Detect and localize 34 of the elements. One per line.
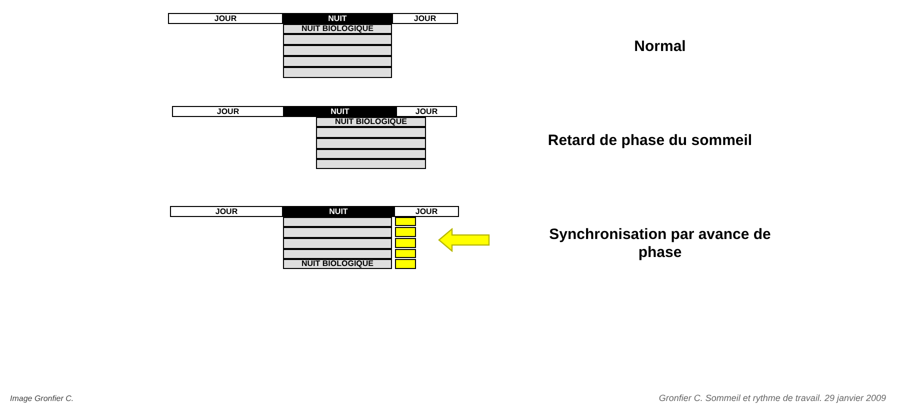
sleep-bar (283, 56, 392, 67)
night-bar: NUIT (283, 206, 394, 217)
sleep-bar (316, 149, 426, 159)
sleep-bar (283, 34, 392, 45)
night-bar: NUIT (283, 13, 392, 24)
sleep-bar (316, 127, 426, 138)
sleep-bar (283, 238, 392, 249)
sleep-bar: NUIT BIOLOGIQUE (283, 24, 392, 34)
row-caption: Synchronisation par avance de phase (548, 226, 772, 262)
source-citation: Gronfier C. Sommeil et rythme de travail. 29 janvier 2009 (658, 392, 886, 405)
day-bar: JOUR (172, 106, 284, 117)
image-credit: Image Gronfier C. (10, 393, 74, 405)
day-bar: JOUR (170, 206, 283, 217)
sleep-bar: NUIT BIOLOGIQUE (283, 259, 392, 269)
sleep-bar (283, 67, 392, 78)
day-bar: JOUR (394, 206, 459, 217)
sleep-bar (316, 138, 426, 149)
sleep-bar (283, 45, 392, 56)
advance-bar (395, 217, 416, 226)
row-caption: Retard de phase du sommeil (546, 132, 754, 150)
advance-bar (395, 227, 416, 237)
advance-bar (395, 259, 416, 269)
day-bar: JOUR (168, 13, 283, 24)
sleep-bar (283, 249, 392, 259)
day-bar: JOUR (392, 13, 458, 24)
sleep-bar (283, 227, 392, 238)
row-caption: Normal (633, 38, 687, 56)
day-bar: JOUR (396, 106, 457, 117)
sleep-bar (283, 217, 392, 227)
night-bar: NUIT (284, 106, 396, 117)
sleep-bar (316, 159, 426, 169)
advance-bar (395, 238, 416, 248)
sleep-bar: NUIT BIOLOGIQUE (316, 117, 426, 127)
advance-bar (395, 249, 416, 258)
